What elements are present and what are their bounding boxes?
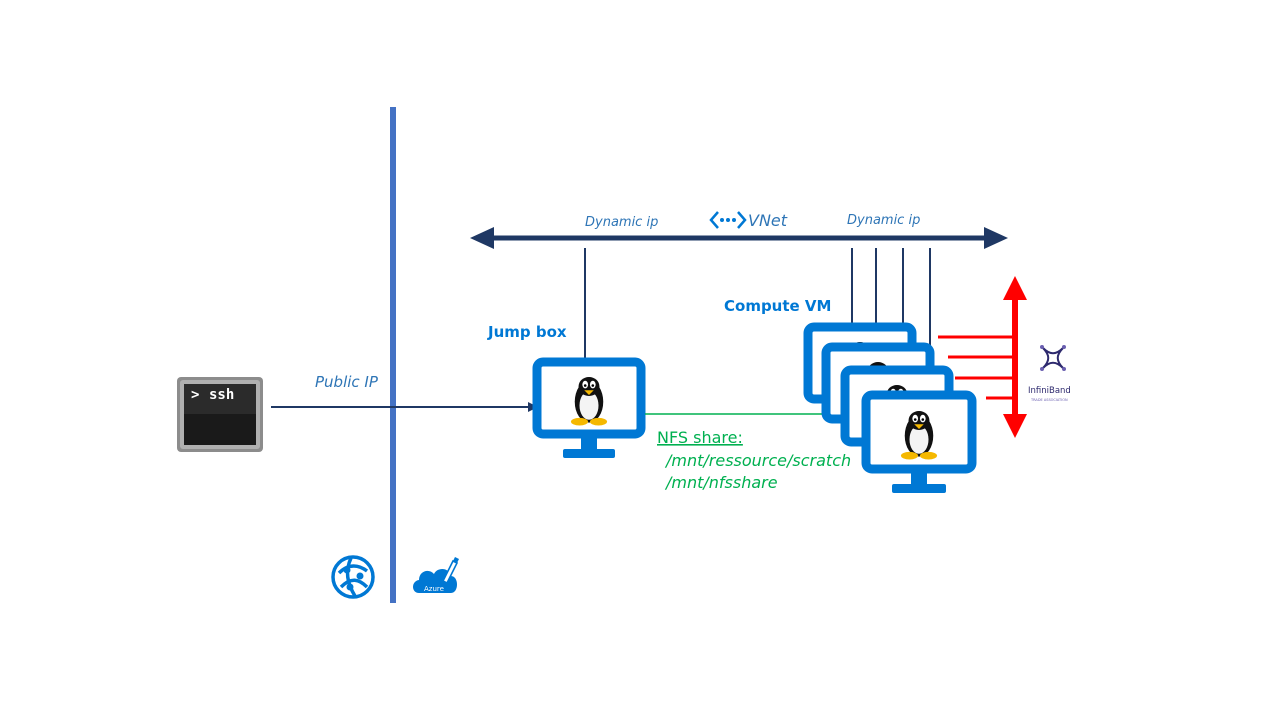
infiniband-links: [938, 335, 1014, 400]
vnet-icon: [709, 211, 747, 229]
dynamic-ip-label-left: Dynamic ip: [585, 215, 658, 230]
dynamic-ip-label-right: Dynamic ip: [847, 213, 920, 228]
terminal-icon: [177, 377, 263, 452]
jump-box-monitor: [537, 362, 641, 458]
azure-label: Azure: [424, 585, 444, 593]
infiniband-bus-arrow: [1003, 276, 1027, 438]
compute-vm-stack: [808, 327, 977, 493]
nfs-path-scratch: /mnt/ressource/scratch: [664, 451, 851, 470]
infiniband-logo: [1040, 345, 1066, 371]
nfs-path-nfsshare: /mnt/nfsshare: [664, 473, 778, 492]
nfs-share-title: NFS share:: [657, 428, 743, 447]
infiniband-tagline: TRADE ASSOCIATION: [1030, 398, 1068, 402]
vnet-bus-arrow: [470, 227, 1008, 249]
jump-box-label: Jump box: [487, 323, 567, 341]
azure-cloud-icon: [413, 557, 459, 593]
public-ip-globe-icon: [331, 555, 375, 599]
ssh-label: ssh: [209, 387, 234, 403]
compute-vm-monitor: [861, 390, 977, 493]
vnet-label: VNet: [748, 211, 788, 230]
ssh-to-jumpbox-arrow: [271, 402, 538, 412]
ssh-prompt-glyph: >: [191, 387, 199, 403]
public-ip-label: Public IP: [315, 373, 379, 391]
infiniband-wordmark: InfiniBand: [1028, 386, 1071, 396]
compute-vm-label: Compute VM: [724, 297, 831, 315]
